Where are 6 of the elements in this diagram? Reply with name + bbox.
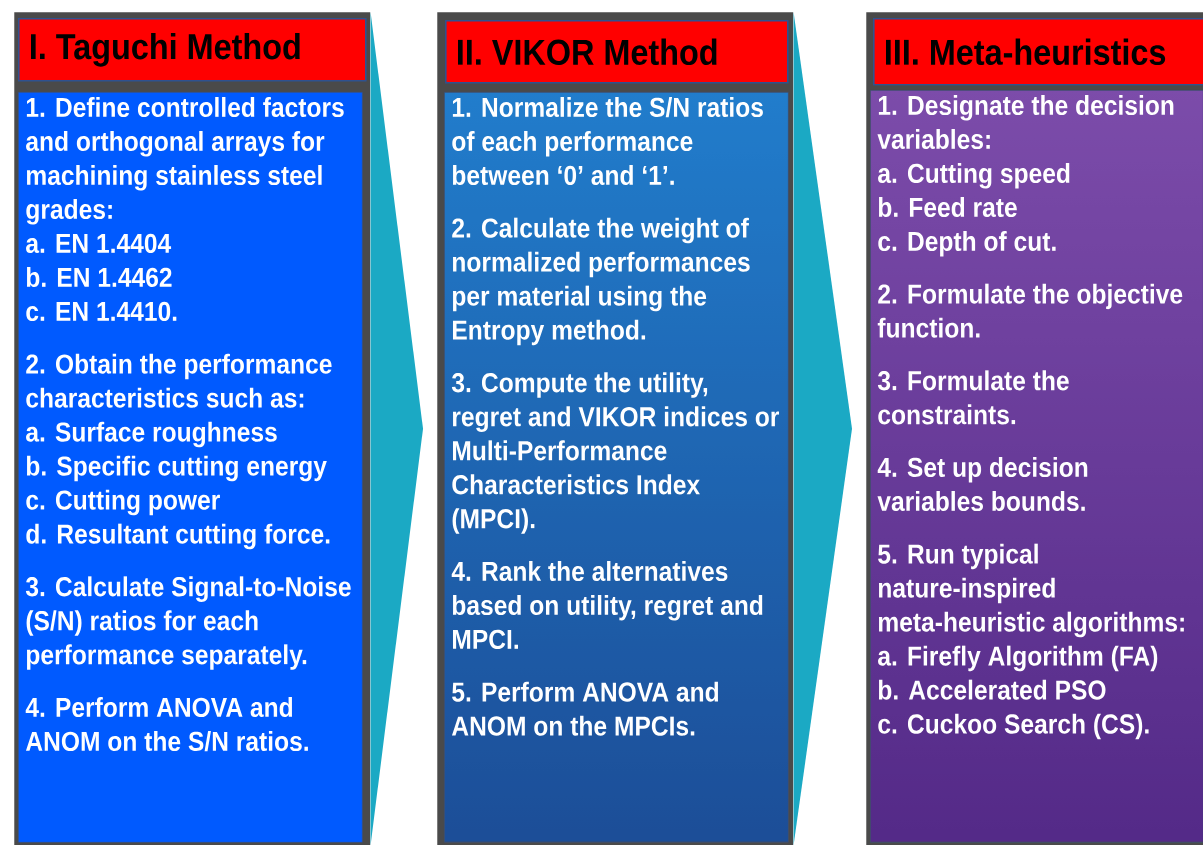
header-box: II. VIKOR Method [445,20,789,84]
header-box: III. Meta-heuristics [873,18,1203,86]
header-box: I. Taguchi Method [18,18,367,82]
text-panel: 1. Normalize the S/N ratios of each performance between ‘0’ and ‘1’. 2. Calculate the weight of normalized performances per material using the Entropy method. 3. Compute the utility, regret and VIKOR indices or Multi-Performance Characteristics Index (MPCI). 4. Rank the alternatives based on utility, regret and MPCI. 5. Perform ANOVA and ANOM on the MPCIs. [444,92,789,843]
text-panel: 1. Designate the decision variables: a. Cutting speed b. Feed rate c. Depth of cut. 2. Formulate the objective function. 3. Formulate the constraints. 4. Set up decision variables bounds. 5. Run typical nature-inspired meta-heuristic algorithms: a. Firefly Algorithm (FA) b. Accelerated PSO c. Cuckoo Search (CS). [870,90,1203,843]
text-panel: 1. Define controlled factors and orthogonal arrays for machining stainless steel grades: a. EN 1.4404 b. EN 1.4462 c. EN 1.4410. 2. Obtain the performance characteristics such as: a. Surface roughness b. Specific cutting energy c. Cutting power d. Resultant cutting force. 3. Calculate Signal-to-Noise (S/N) ratios for each performance separately. 4. Perform ANOVA and ANOM on the S/N ratios. [18,92,363,843]
